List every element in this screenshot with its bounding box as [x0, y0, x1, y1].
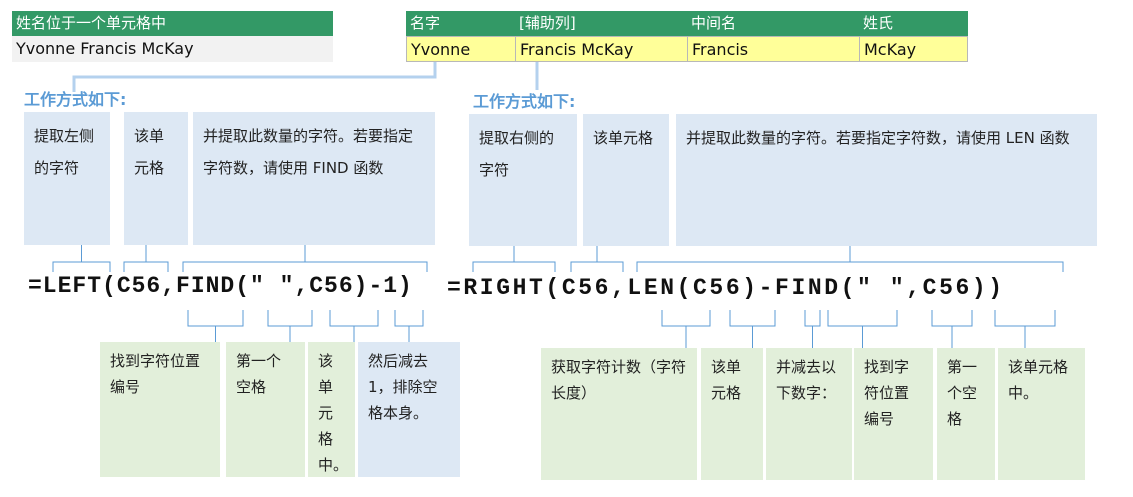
bottom-bracket — [994, 310, 1056, 348]
top-bracket — [570, 246, 624, 272]
right-note-in-cell: 该单元格中。 — [998, 348, 1085, 480]
header-first-name: 名字 — [406, 11, 515, 36]
connector-yvonne — [72, 62, 437, 92]
left-note-in-cell: 该单元格中。 — [308, 342, 355, 477]
header-helper: [辅助列] — [515, 11, 687, 36]
right-note-find: 找到字符位置编号 — [854, 348, 933, 480]
bottom-bracket — [729, 310, 776, 348]
bottom-bracket — [267, 310, 313, 342]
top-bracket — [472, 246, 556, 272]
cell-middle-name[interactable]: Francis — [687, 36, 860, 62]
right-note-extract-right: 提取右侧的字符 — [469, 114, 577, 246]
right-note-cell2: 该单元格 — [701, 348, 763, 480]
header-last-name: 姓氏 — [859, 11, 968, 36]
left-note-count: 并提取此数量的字符。若要指定字符数，请使用 FIND 函数 — [193, 112, 435, 245]
bottom-bracket — [804, 310, 821, 348]
cell-last-name[interactable]: McKay — [859, 36, 968, 62]
right-note-cell: 该单元格 — [583, 114, 669, 246]
left-note-extract-left: 提取左侧的字符 — [24, 112, 110, 245]
top-bracket — [52, 245, 111, 272]
left-note-cell: 该单元格 — [124, 112, 188, 245]
right-note-space: 第一个空格 — [937, 348, 995, 480]
top-bracket — [636, 246, 1064, 272]
top-bracket — [182, 245, 428, 272]
cell-helper[interactable]: Francis McKay — [515, 36, 688, 62]
bottom-bracket — [329, 310, 379, 342]
top-bracket — [123, 245, 169, 272]
right-note-count: 并提取此数量的字符。若要指定字符数，请使用 LEN 函数 — [676, 114, 1097, 246]
left-note-space: 第一个空格 — [226, 342, 305, 477]
left-note-minus-one: 然后减去 1，排除空格本身。 — [358, 342, 460, 477]
header-middle-name: 中间名 — [687, 11, 859, 36]
bottom-bracket — [661, 310, 711, 348]
cell-first-name[interactable]: Yvonne — [406, 36, 516, 62]
left-formula: =LEFT(C56,FIND(" ",C56)-1) — [28, 273, 413, 299]
right-heading: 工作方式如下: — [473, 92, 576, 111]
bottom-bracket — [827, 310, 898, 348]
left-table-cell[interactable]: Yvonne Francis McKay — [12, 36, 333, 62]
bottom-bracket — [187, 310, 244, 342]
bottom-bracket — [394, 310, 424, 342]
bottom-bracket — [931, 310, 973, 348]
right-formula: =RIGHT(C56,LEN(C56)-FIND(" ",C56)) — [447, 275, 1005, 301]
right-note-subtract: 并减去以下数字： — [766, 348, 852, 480]
left-table-header: 姓名位于一个单元格中 — [12, 11, 333, 36]
left-note-find: 找到字符位置编号 — [100, 342, 220, 477]
left-heading: 工作方式如下: — [24, 90, 127, 109]
right-note-len: 获取字符计数（字符长度） — [541, 348, 697, 480]
